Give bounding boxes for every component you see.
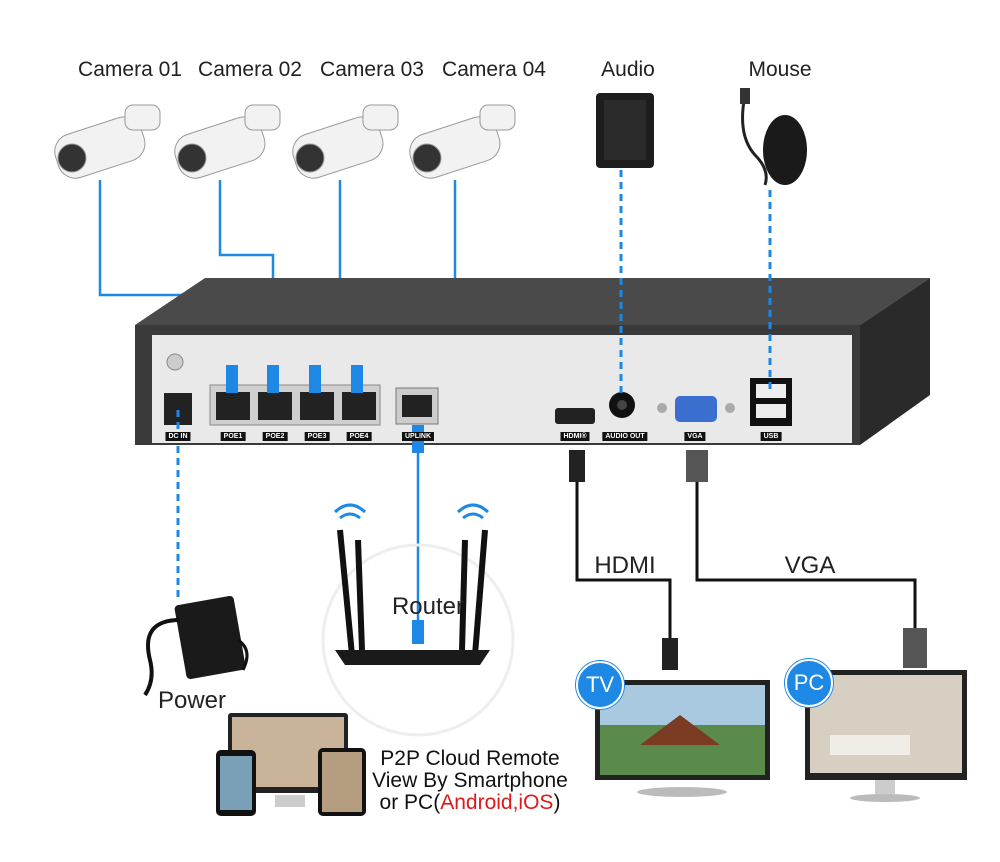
hdmi-plug-top — [569, 450, 585, 482]
vga-plug-top — [686, 450, 708, 482]
camera-04-label: Camera 04 — [442, 58, 546, 81]
mouse-label: Mouse — [748, 58, 812, 81]
power-label: Power — [157, 687, 227, 714]
camera-03-icon — [292, 104, 399, 179]
p2p-line-2: View By Smartphone — [372, 769, 568, 792]
port-poe1: POE1 — [220, 432, 246, 441]
dashed-links — [176, 170, 772, 600]
camera-01-icon — [54, 104, 161, 179]
port-poe3: POE3 — [304, 432, 330, 441]
p2p-line-3: or PC(Android,iOS) — [372, 792, 568, 814]
port-audio-out: AUDIO OUT — [602, 432, 648, 441]
camera-01-label: Camera 01 — [78, 58, 182, 81]
pc-monitor-icon — [805, 670, 967, 802]
hdmi-cable-label: HDMI — [594, 552, 656, 579]
port-hdmi: HDMI® — [560, 432, 590, 441]
camera-02-icon — [174, 104, 281, 179]
nvr-recorder — [135, 278, 930, 445]
p2p-line-1: P2P Cloud Remote — [380, 747, 560, 770]
router-icon — [321, 503, 515, 737]
vga-cable-label: VGA — [784, 552, 836, 579]
tv-icon — [595, 680, 770, 797]
speaker-icon — [596, 93, 654, 168]
pc-badge: PC — [785, 659, 833, 707]
mouse-icon — [740, 88, 807, 186]
hdmi-plug-bottom — [662, 638, 678, 670]
platforms-highlight: Android,iOS — [440, 791, 554, 814]
port-uplink: UPLINK — [401, 432, 435, 441]
camera-icons — [54, 104, 516, 179]
port-vga: VGA — [684, 432, 706, 441]
port-usb: USB — [760, 432, 782, 441]
port-poe4: POE4 — [346, 432, 372, 441]
tv-badge: TV — [576, 661, 624, 709]
video-cables — [575, 480, 917, 640]
port-poe2: POE2 — [262, 432, 288, 441]
audio-label: Audio — [601, 58, 655, 81]
p2p-line-3-suffix: ) — [553, 791, 561, 814]
port-dc-in: DC IN — [165, 432, 191, 441]
p2p-line-3-prefix: or PC( — [379, 791, 441, 814]
camera-03-label: Camera 03 — [320, 58, 424, 81]
router-label: Router — [391, 593, 465, 620]
p2p-remote-caption: P2P Cloud Remote View By Smartphone or P… — [372, 748, 568, 814]
vga-plug-bottom — [903, 628, 927, 668]
power-adapter-icon — [143, 595, 249, 697]
camera-04-icon — [409, 104, 516, 179]
remote-devices-icon — [216, 713, 366, 816]
camera-02-label: Camera 02 — [198, 58, 302, 81]
